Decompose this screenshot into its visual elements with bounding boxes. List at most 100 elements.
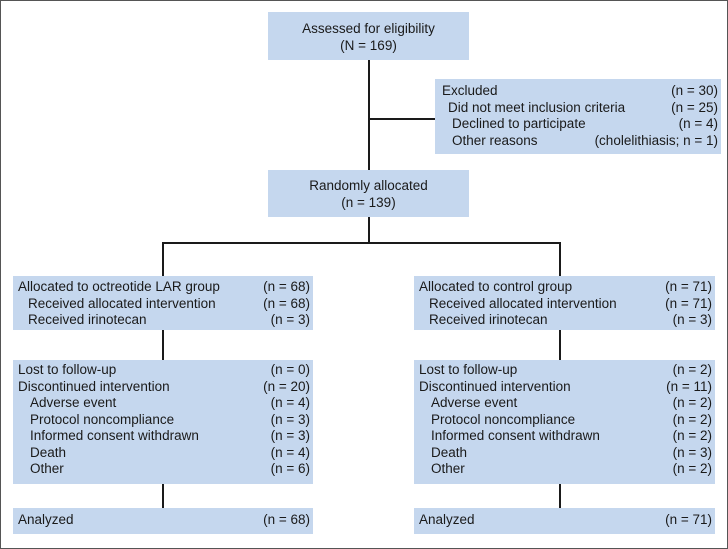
- discontinued-reason-row: Adverse event (n = 2): [419, 395, 712, 412]
- allocation-count: (n = 71): [665, 279, 712, 294]
- excluded-reason-count: (cholelithiasis; n = 1): [594, 132, 718, 148]
- assessed-count: (N = 169): [340, 37, 397, 53]
- discontinued-reason-count: (n = 4): [270, 395, 310, 410]
- right-analysis-box: Analyzed (n = 71): [414, 508, 715, 534]
- allocation-detail-count: (n = 71): [665, 295, 712, 311]
- discontinued-reason-label: Adverse event: [431, 395, 518, 410]
- allocation-detail-count: (n = 3): [270, 312, 310, 327]
- excluded-box: Excluded (n = 30) Did not meet inclusion…: [435, 79, 721, 154]
- connector-assessed-to-randomized: [368, 60, 370, 170]
- connector-randomized-to-split: [368, 217, 370, 243]
- discontinued-reason-label: Death: [431, 444, 468, 460]
- allocation-detail-count: (n = 68): [263, 295, 310, 311]
- allocation-detail-row: Received irinotecan (n = 3): [18, 312, 310, 329]
- discontinued-reason-count: (n = 4): [270, 444, 310, 460]
- discontinued-reason-row: Other (n = 2): [419, 461, 712, 478]
- followup-discontinued-count: (n = 20): [263, 378, 310, 394]
- allocation-detail-label: Received irinotecan: [429, 312, 548, 327]
- discontinued-reason-count: (n = 2): [672, 395, 712, 410]
- allocation-detail-label: Received allocated intervention: [28, 295, 216, 311]
- connector-to-excluded: [369, 118, 435, 120]
- discontinued-reason-row: Adverse event (n = 4): [18, 395, 310, 412]
- excluded-reason-row: Other reasons (cholelithiasis; n = 1): [442, 133, 718, 150]
- allocation-row: Allocated to octreotide LAR group (n = 6…: [18, 279, 310, 296]
- discontinued-reason-count: (n = 2): [672, 411, 712, 427]
- discontinued-reason-row: Death (n = 4): [18, 445, 310, 462]
- analysis-count: (n = 68): [263, 512, 310, 527]
- followup-lost-row: Lost to follow-up (n = 0): [18, 362, 310, 379]
- discontinued-reason-row: Death (n = 3): [419, 445, 712, 462]
- analysis-row: Analyzed (n = 68): [18, 512, 310, 529]
- discontinued-reason-count: (n = 2): [672, 461, 712, 476]
- excluded-reason-count: (n = 4): [678, 116, 718, 131]
- excluded-reason-label: Other reasons: [452, 132, 538, 148]
- connector-split-left-down: [162, 242, 164, 276]
- discontinued-reason-label: Informed consent withdrawn: [30, 428, 199, 443]
- connector-split-right-down: [559, 242, 561, 276]
- excluded-label: Excluded: [442, 83, 498, 98]
- assessed-title: Assessed for eligibility: [302, 21, 435, 36]
- connector-left-allocation-to-followup: [162, 330, 164, 360]
- allocation-label: Allocated to control group: [419, 279, 573, 294]
- discontinued-reason-label: Other: [431, 461, 465, 476]
- followup-discontinued-row: Discontinued intervention (n = 11): [419, 379, 712, 396]
- discontinued-reason-label: Adverse event: [30, 395, 117, 410]
- allocation-detail-label: Received allocated intervention: [429, 295, 617, 311]
- connector-right-allocation-to-followup: [559, 330, 561, 360]
- allocation-detail-row: Received allocated intervention (n = 68): [18, 296, 310, 313]
- right-allocation-box: Allocated to control group (n = 71) Rece…: [414, 276, 715, 330]
- followup-lost-label: Lost to follow-up: [419, 362, 518, 377]
- connector-left-followup-to-analysis: [162, 484, 164, 508]
- allocation-row: Allocated to control group (n = 71): [419, 279, 712, 296]
- discontinued-reason-count: (n = 3): [672, 444, 712, 460]
- discontinued-reason-count: (n = 3): [270, 411, 310, 427]
- allocation-count: (n = 68): [263, 279, 310, 294]
- connector-split-horizontal: [162, 242, 561, 244]
- allocation-detail-count: (n = 3): [672, 312, 712, 327]
- allocation-detail-row: Received irinotecan (n = 3): [419, 312, 712, 329]
- excluded-reason-count: (n = 25): [671, 99, 718, 115]
- left-analysis-box: Analyzed (n = 68): [13, 508, 313, 534]
- followup-discontinued-label: Discontinued intervention: [419, 378, 571, 394]
- followup-discontinued-label: Discontinued intervention: [18, 378, 170, 394]
- discontinued-reason-row: Informed consent withdrawn (n = 3): [18, 428, 310, 445]
- right-followup-box: Lost to follow-up (n = 2) Discontinued i…: [414, 360, 715, 484]
- discontinued-reason-row: Protocol noncompliance (n = 3): [18, 412, 310, 429]
- randomized-count: (n = 139): [341, 194, 396, 210]
- followup-lost-count: (n = 0): [270, 362, 310, 377]
- discontinued-reason-label: Other: [30, 461, 64, 476]
- discontinued-reason-count: (n = 3): [270, 428, 310, 443]
- left-followup-box: Lost to follow-up (n = 0) Discontinued i…: [13, 360, 313, 484]
- discontinued-reason-row: Informed consent withdrawn (n = 2): [419, 428, 712, 445]
- discontinued-reason-count: (n = 6): [270, 461, 310, 476]
- analysis-label: Analyzed: [419, 512, 475, 527]
- discontinued-reason-count: (n = 2): [672, 428, 712, 443]
- randomized-box: Randomly allocated (n = 139): [268, 170, 469, 217]
- followup-discontinued-row: Discontinued intervention (n = 20): [18, 379, 310, 396]
- allocation-detail-label: Received irinotecan: [28, 312, 147, 327]
- followup-lost-row: Lost to follow-up (n = 2): [419, 362, 712, 379]
- discontinued-reason-row: Other (n = 6): [18, 461, 310, 478]
- discontinued-reason-row: Protocol noncompliance (n = 2): [419, 412, 712, 429]
- connector-right-followup-to-analysis: [559, 484, 561, 508]
- allocation-detail-row: Received allocated intervention (n = 71): [419, 296, 712, 313]
- discontinued-reason-label: Informed consent withdrawn: [431, 428, 600, 443]
- discontinued-reason-label: Protocol noncompliance: [30, 411, 175, 427]
- allocation-label: Allocated to octreotide LAR group: [18, 279, 220, 294]
- discontinued-reason-label: Protocol noncompliance: [431, 411, 576, 427]
- assessed-box: Assessed for eligibility (N = 169): [268, 12, 469, 60]
- excluded-reason-label: Declined to participate: [452, 116, 586, 131]
- left-allocation-box: Allocated to octreotide LAR group (n = 6…: [13, 276, 313, 330]
- discontinued-reason-label: Death: [30, 444, 67, 460]
- excluded-reason-row: Declined to participate (n = 4): [442, 116, 718, 133]
- excluded-row: Excluded (n = 30): [442, 83, 718, 100]
- analysis-count: (n = 71): [665, 512, 712, 527]
- followup-discontinued-count: (n = 11): [666, 378, 712, 394]
- followup-lost-count: (n = 2): [672, 362, 712, 377]
- excluded-count: (n = 30): [671, 83, 718, 98]
- analysis-label: Analyzed: [18, 512, 74, 527]
- excluded-reason-label: Did not meet inclusion criteria: [448, 99, 626, 115]
- analysis-row: Analyzed (n = 71): [419, 512, 712, 529]
- excluded-reason-row: Did not meet inclusion criteria (n = 25): [442, 100, 718, 117]
- followup-lost-label: Lost to follow-up: [18, 362, 117, 377]
